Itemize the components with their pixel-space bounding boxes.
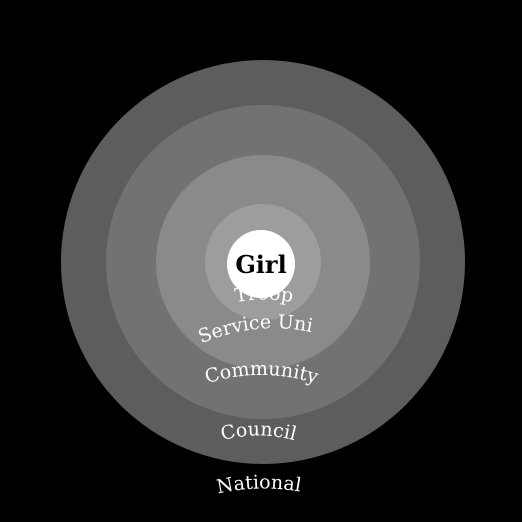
ring-label-troop: Troop	[233, 282, 295, 307]
center-label: Girl	[235, 250, 286, 279]
center-circle-girl	[227, 230, 295, 298]
